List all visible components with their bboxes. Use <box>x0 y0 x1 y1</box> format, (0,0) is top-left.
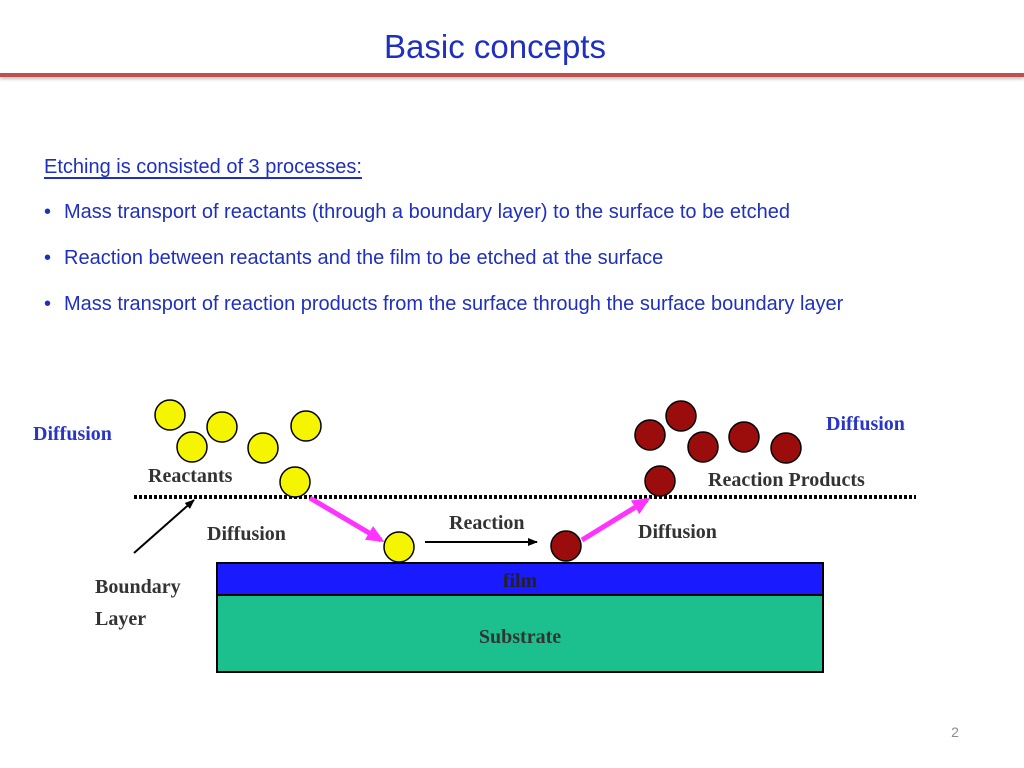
bullet-item: • Mass transport of reaction products fr… <box>44 293 1014 339</box>
boundary-layer-label-line2: Layer <box>95 608 146 630</box>
bullet-item: • Mass transport of reactants (through a… <box>44 201 1014 247</box>
product-molecule <box>665 400 697 432</box>
reactant-molecule <box>176 431 208 463</box>
bullet-dot: • <box>44 293 52 315</box>
substrate-layer <box>216 594 824 673</box>
product-molecule <box>728 421 760 453</box>
slide-title: Basic concepts <box>384 28 606 65</box>
product-molecule-at-surface <box>550 530 582 562</box>
reactant-molecule <box>290 410 322 442</box>
etching-diagram: film Substrate Diffusion Diffusion React… <box>33 399 916 673</box>
reactant-molecule <box>154 399 186 431</box>
reactants-label: Reactants <box>148 465 233 487</box>
film-layer <box>216 562 824 596</box>
bullet-item: • Reaction between reactants and the fil… <box>44 247 1014 293</box>
reaction-label: Reaction <box>449 512 525 534</box>
reactant-molecule <box>206 411 238 443</box>
reactant-molecule <box>279 466 311 498</box>
diffusion-label-left: Diffusion <box>33 423 112 445</box>
diffusion-label-right: Diffusion <box>826 413 905 435</box>
diffusion-label-mid-right: Diffusion <box>638 521 717 543</box>
page-number: 2 <box>951 724 959 740</box>
intro-text: Etching is consisted of 3 processes: <box>44 156 362 178</box>
diffusion-label-mid-left: Diffusion <box>207 523 286 545</box>
product-molecule <box>687 431 719 463</box>
reactant-transport-arrow <box>308 495 385 543</box>
reaction-products-label: Reaction Products <box>708 469 865 491</box>
product-molecule <box>770 432 802 464</box>
bullet-list: • Mass transport of reactants (through a… <box>44 201 1014 339</box>
bullet-dot: • <box>44 201 52 223</box>
boundary-pointer-arrow <box>133 499 195 554</box>
reactant-molecule <box>247 432 279 464</box>
product-molecule <box>644 465 676 497</box>
title-divider <box>0 73 1024 77</box>
product-molecule <box>634 419 666 451</box>
film-label: film <box>503 570 538 592</box>
substrate-label: Substrate <box>479 626 561 648</box>
boundary-layer-label-line1: Boundary <box>95 576 181 598</box>
product-transport-arrow <box>580 497 651 543</box>
bullet-text: Mass transport of reactants (through a b… <box>64 201 790 223</box>
bullet-dot: • <box>44 247 52 269</box>
bullet-text: Mass transport of reaction products from… <box>64 293 844 315</box>
reactant-molecule-at-surface <box>383 531 415 563</box>
bullet-text: Reaction between reactants and the film … <box>64 247 664 269</box>
